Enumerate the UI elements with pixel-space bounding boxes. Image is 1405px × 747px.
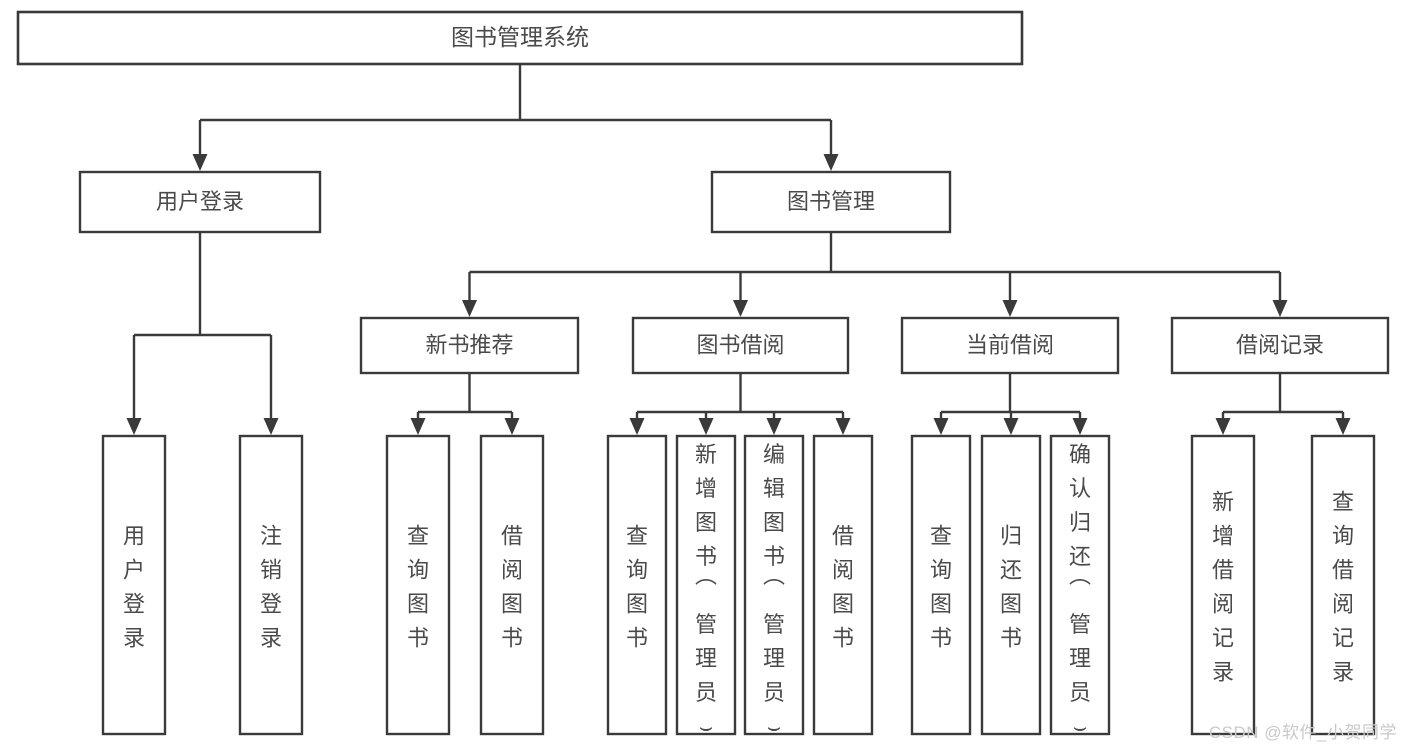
leaf-leaf-cb-confirm[interactable]: 确认归还⌒管理员⌣ bbox=[1049, 434, 1111, 739]
leaf-label: 查询借阅记录 bbox=[1332, 490, 1354, 685]
arrow-head-icon bbox=[766, 418, 782, 435]
node-current-borrow[interactable]: 当前借阅 bbox=[900, 316, 1120, 375]
node-borrow-record[interactable]: 借阅记录 bbox=[1170, 316, 1390, 375]
arrow-head-icon bbox=[504, 418, 520, 435]
leaf-leaf-br-query[interactable]: 查询借阅记录 bbox=[1310, 434, 1376, 736]
node-layer: 图书管理系统用户登录图书管理新书推荐图书借阅当前借阅借阅记录用户登录注销登录查询… bbox=[16, 10, 1390, 739]
leaf-leaf-rec-query[interactable]: 查询图书 bbox=[385, 434, 451, 736]
arrow-head-icon bbox=[410, 418, 426, 435]
node-box bbox=[1170, 316, 1390, 375]
leaf-leaf-cb-return[interactable]: 归还图书 bbox=[980, 434, 1042, 736]
leaf-leaf-br-add[interactable]: 新增借阅记录 bbox=[1190, 434, 1256, 736]
arrow-head-icon bbox=[1002, 300, 1018, 317]
node-label: 图书借阅 bbox=[696, 332, 784, 357]
arrow-head-icon bbox=[192, 154, 208, 171]
arrow-head-icon bbox=[1072, 418, 1088, 435]
leaf-box bbox=[743, 434, 805, 736]
connector-layer bbox=[126, 64, 1351, 435]
leaf-label: 借阅图书 bbox=[832, 524, 854, 651]
leaf-box bbox=[385, 434, 451, 736]
node-box bbox=[631, 316, 850, 375]
node-box bbox=[359, 316, 580, 375]
leaf-box bbox=[479, 434, 545, 736]
arrow-head-icon bbox=[1272, 300, 1288, 317]
leaf-box bbox=[1190, 434, 1256, 736]
leaf-label: 编辑图书⌒管理员⌣ bbox=[763, 442, 785, 739]
arrow-head-icon bbox=[462, 300, 477, 317]
node-user-login[interactable]: 用户登录 bbox=[78, 170, 322, 234]
leaf-leaf-bb-borrow[interactable]: 借阅图书 bbox=[812, 434, 874, 736]
leaf-label: 查询图书 bbox=[407, 524, 429, 651]
leaf-box bbox=[1049, 434, 1111, 736]
leaf-label: 用户登录 bbox=[123, 524, 145, 651]
arrow-head-icon bbox=[835, 418, 851, 435]
node-label: 借阅记录 bbox=[1236, 332, 1324, 357]
node-book-borrow[interactable]: 图书借阅 bbox=[631, 316, 850, 375]
leaf-box bbox=[910, 434, 972, 736]
arrow-head-icon bbox=[1215, 418, 1231, 435]
arrow-head-icon bbox=[1003, 418, 1019, 435]
arrow-head-icon bbox=[629, 418, 645, 435]
leaf-box bbox=[238, 434, 304, 736]
node-label: 图书管理系统 bbox=[451, 24, 589, 50]
leaf-box bbox=[812, 434, 874, 736]
node-box bbox=[710, 170, 952, 234]
node-root[interactable]: 图书管理系统 bbox=[16, 10, 1024, 66]
node-book-manage[interactable]: 图书管理 bbox=[710, 170, 952, 234]
leaf-box bbox=[675, 434, 737, 736]
leaf-leaf-bb-edit[interactable]: 编辑图书⌒管理员⌣ bbox=[743, 434, 805, 739]
leaf-box bbox=[101, 434, 167, 736]
arrow-head-icon bbox=[263, 418, 279, 435]
node-label: 当前借阅 bbox=[966, 332, 1054, 357]
arrow-head-icon bbox=[933, 418, 949, 435]
arrow-head-icon bbox=[823, 154, 839, 171]
node-label: 用户登录 bbox=[156, 189, 244, 214]
arrow-head-icon bbox=[126, 418, 142, 435]
leaf-leaf-cb-query[interactable]: 查询图书 bbox=[910, 434, 972, 736]
node-new-book-rec[interactable]: 新书推荐 bbox=[359, 316, 580, 375]
node-box bbox=[900, 316, 1120, 375]
node-box bbox=[78, 170, 322, 234]
leaf-label: 查询图书 bbox=[930, 524, 952, 651]
leaf-leaf-bb-query[interactable]: 查询图书 bbox=[606, 434, 668, 736]
leaf-leaf-bb-add[interactable]: 新增图书⌒管理员⌣ bbox=[675, 434, 737, 739]
leaf-label: 确认归还⌒管理员⌣ bbox=[1069, 442, 1091, 739]
leaf-leaf-user-login[interactable]: 用户登录 bbox=[101, 434, 167, 736]
leaf-label: 新增借阅记录 bbox=[1212, 490, 1234, 685]
leaf-box bbox=[980, 434, 1042, 736]
arrow-head-icon bbox=[733, 300, 748, 317]
arrow-head-icon bbox=[698, 418, 714, 435]
leaf-box bbox=[1310, 434, 1376, 736]
arrow-head-icon bbox=[1335, 418, 1351, 435]
leaf-leaf-user-logout[interactable]: 注销登录 bbox=[238, 434, 304, 736]
node-box bbox=[16, 10, 1024, 66]
leaf-label: 归还图书 bbox=[1000, 524, 1022, 651]
leaf-label: 注销登录 bbox=[260, 524, 282, 651]
leaf-box bbox=[606, 434, 668, 736]
node-label: 图书管理 bbox=[787, 189, 875, 214]
leaf-label: 借阅图书 bbox=[501, 524, 523, 651]
leaf-label: 新增图书⌒管理员⌣ bbox=[695, 442, 717, 739]
leaf-label: 查询图书 bbox=[626, 524, 648, 651]
node-label: 新书推荐 bbox=[425, 332, 513, 357]
leaf-leaf-rec-borrow[interactable]: 借阅图书 bbox=[479, 434, 545, 736]
